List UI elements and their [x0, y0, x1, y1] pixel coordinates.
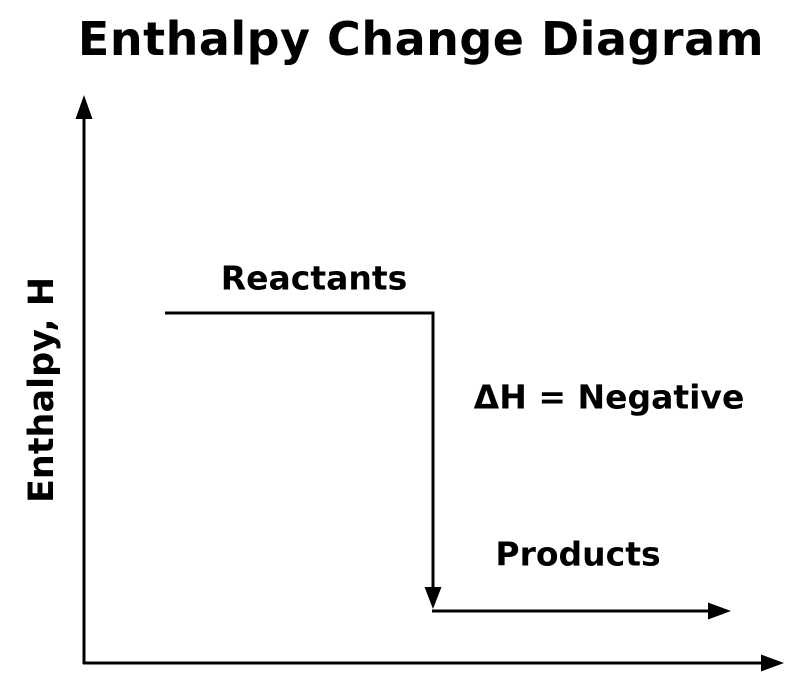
products-arrowhead-icon [708, 602, 731, 620]
y-axis-arrowhead-icon [75, 95, 93, 119]
enthalpy-drop-arrowhead-icon [424, 587, 442, 609]
diagram-title: Enthalpy Change Diagram [77, 12, 765, 66]
reactants-label: Reactants [220, 258, 408, 298]
delta-h-label: ΔH = Negative [473, 377, 745, 417]
reactants-level-and-drop-line [165, 311, 435, 590]
x-axis-arrowhead-icon [761, 654, 784, 672]
products-label: Products [495, 534, 661, 574]
